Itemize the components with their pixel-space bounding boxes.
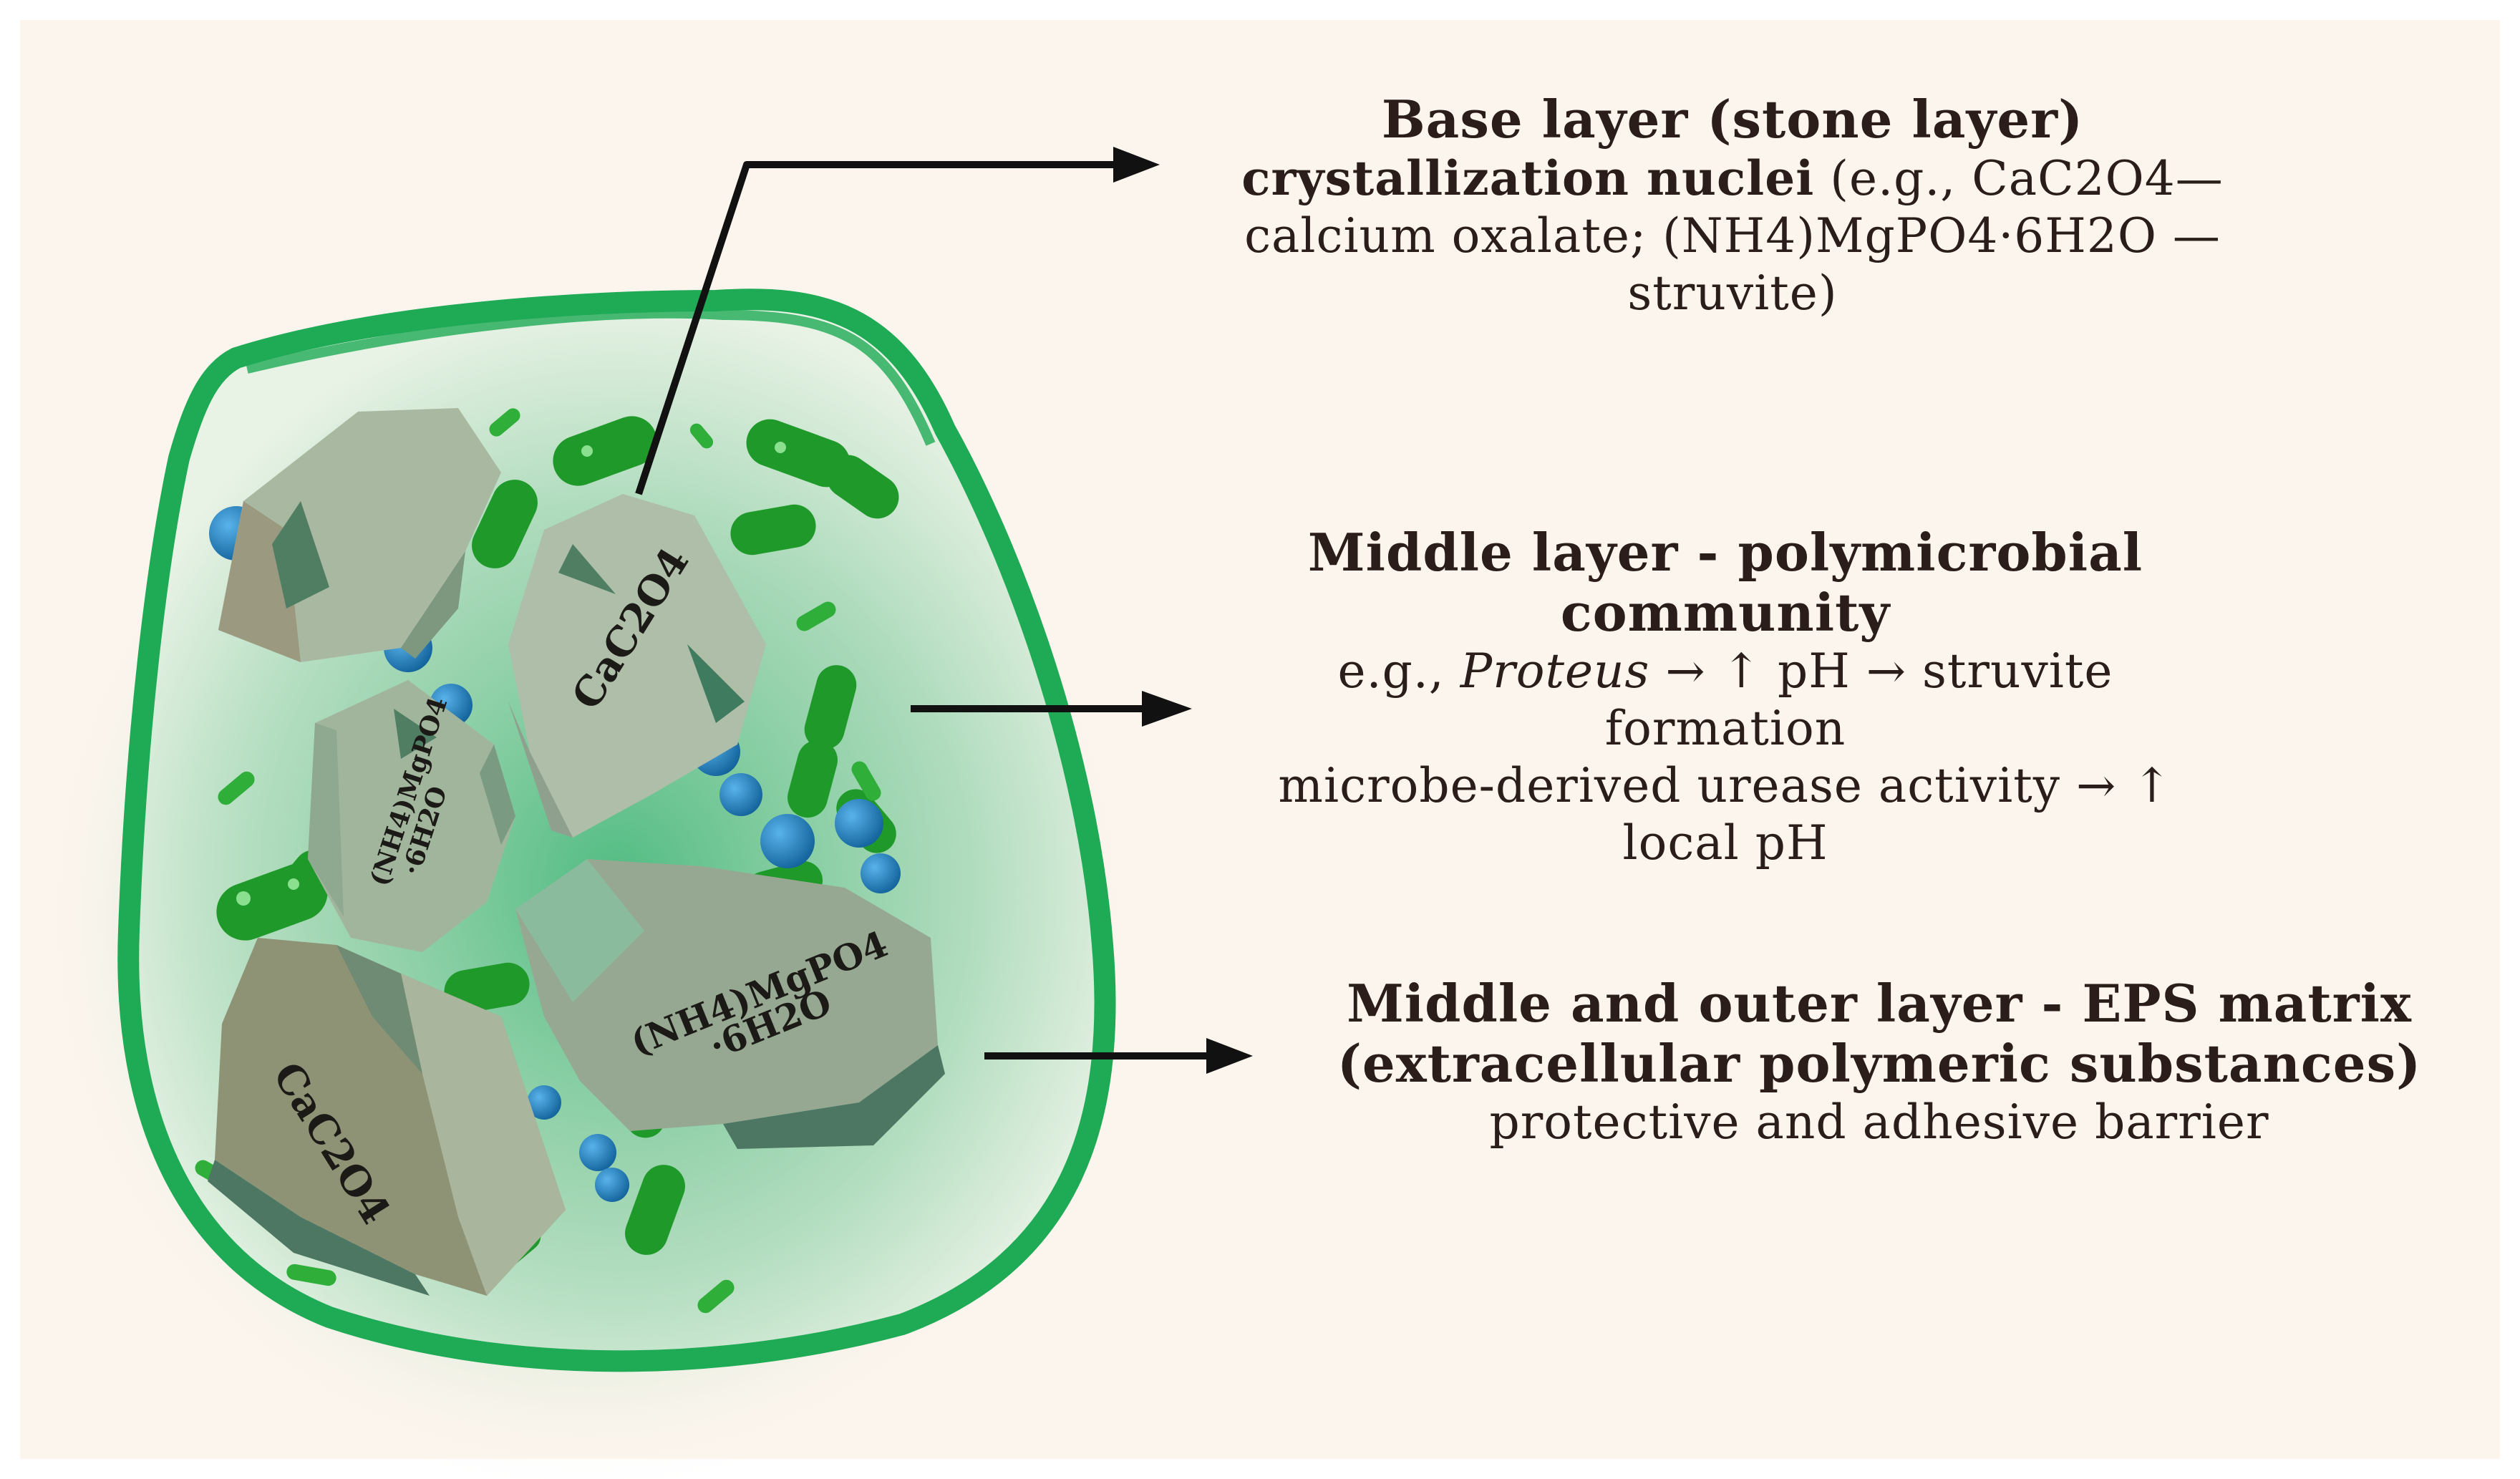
middle-layer-eg-rest: → ↑ pH → struvite <box>1649 644 2113 699</box>
blue-sphere <box>595 1168 629 1202</box>
crystal-struvite-right: (NH4)MgPO4 ·6H2O <box>515 859 945 1149</box>
middle-layer-title-line2: community <box>1560 582 1891 643</box>
crystal-top-left <box>218 408 501 662</box>
base-layer-line3: struvite) <box>1627 266 1838 321</box>
crystal-cac2o4-bottom: CaC2O4 <box>208 938 566 1296</box>
bacterium <box>444 962 530 1014</box>
middle-layer-eg-prefix: e.g., <box>1337 644 1460 699</box>
bacterium <box>851 761 881 801</box>
bacterium <box>489 408 520 437</box>
crystal-cac2o4-top: CaC2O4 <box>508 494 766 838</box>
arrow-outer-layer <box>984 1038 1253 1074</box>
middle-layer-organism: Proteus <box>1460 644 1650 699</box>
bacterium <box>796 601 836 631</box>
blue-sphere <box>835 799 883 848</box>
base-layer-line2: calcium oxalate; (NH4)MgPO4·6H2O — <box>1244 208 2221 263</box>
blue-sphere <box>579 1134 616 1171</box>
bacterium <box>218 771 255 805</box>
middle-layer-title-line1: Middle layer - polymicrobial <box>1307 522 2143 583</box>
bacterium <box>553 416 657 486</box>
bacterium <box>286 1264 336 1286</box>
bacterium <box>804 665 857 750</box>
base-layer-title: Base layer (stone layer) <box>1381 89 2084 150</box>
bacterium <box>788 740 838 818</box>
middle-layer-block: Middle layer - polymicrobial community e… <box>1174 523 2277 872</box>
bacterium <box>826 455 899 519</box>
bacterium <box>689 423 714 449</box>
middle-layer-line1: e.g., Proteus → ↑ pH → struvite <box>1174 643 2277 700</box>
blue-sphere <box>760 814 815 868</box>
outer-layer-title-line1: Middle and outer layer - EPS matrix <box>1347 973 2412 1034</box>
bacterium <box>472 480 538 568</box>
bacterium <box>697 1279 735 1314</box>
arrow-base-layer <box>635 147 1160 495</box>
blue-sphere <box>719 773 762 816</box>
middle-layer-line3: microbe-derived urease activity → ↑ <box>1278 758 2173 813</box>
outer-layer-line: protective and adhesive barrier <box>1489 1095 2269 1150</box>
base-layer-bold-term: crystallization nuclei <box>1241 150 1815 206</box>
bacterium <box>730 504 816 556</box>
base-layer-line1-rest: (e.g., CaC2O4— <box>1814 151 2224 206</box>
arrow-middle-layer <box>911 691 1192 727</box>
middle-layer-line4: local pH <box>1622 815 1828 871</box>
middle-layer-line2: formation <box>1604 701 1846 756</box>
bacterium <box>625 1165 685 1255</box>
outer-layer-block: Middle and outer layer - EPS matrix (ext… <box>1274 974 2484 1151</box>
blue-sphere <box>527 1085 561 1120</box>
base-layer-line1: crystallization nuclei (e.g., CaC2O4— <box>1017 150 2448 208</box>
blue-sphere <box>861 853 901 893</box>
base-layer-block: Base layer (stone layer) crystallization… <box>1017 89 2448 322</box>
crystal-struvite-left: (NH4)MgPO4 ·6H2O <box>308 680 515 952</box>
bacterium <box>746 419 850 488</box>
outer-layer-title-line2: (extracellular polymeric substances) <box>1337 1033 2422 1094</box>
